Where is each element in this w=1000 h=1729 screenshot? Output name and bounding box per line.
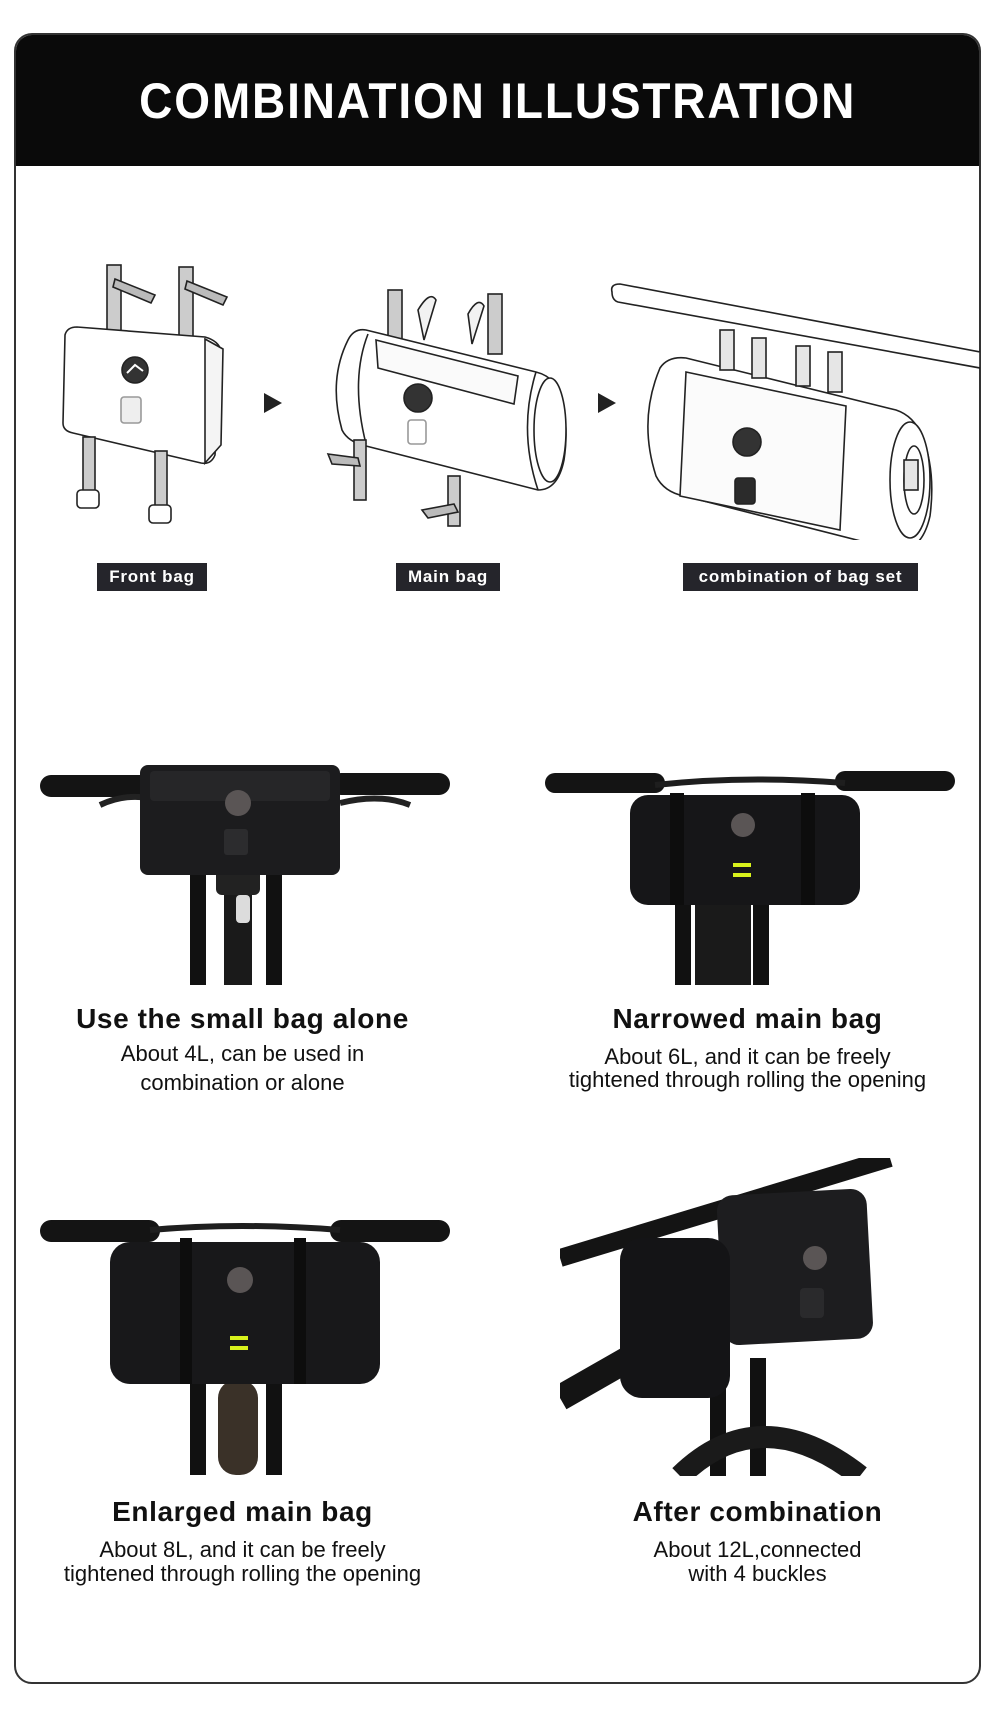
section-line: with 4 buckles (688, 1561, 827, 1586)
section-line: tightened through rolling the opening (568, 1067, 927, 1092)
section-title: After combination (632, 1496, 883, 1527)
photo-after-combination (560, 1158, 905, 1476)
section-title: Enlarged main bag (112, 1496, 373, 1527)
label-combination: combination of bag set (683, 563, 918, 591)
page-title: COMBINATION ILLUSTRATION (138, 72, 857, 129)
section-line: combination or alone (140, 1070, 345, 1095)
header-banner: COMBINATION ILLUSTRATION (16, 35, 979, 166)
photo-narrowed-main-bag (545, 745, 955, 985)
label-main-bag: Main bag (396, 563, 500, 591)
section-line: About 4L, can be used in (120, 1041, 365, 1066)
main-bag-illustration (318, 280, 578, 540)
photo-small-bag-alone (40, 745, 450, 985)
right-arrow-icon (264, 393, 282, 413)
section-line: About 12L,connected (653, 1537, 862, 1562)
label-front-bag: Front bag (97, 563, 207, 591)
section-line: About 8L, and it can be freely (99, 1537, 386, 1562)
section-line: About 6L, and it can be freely (604, 1044, 891, 1069)
front-bag-illustration (55, 255, 255, 535)
combination-illustration (610, 280, 980, 540)
section-title: Narrowed main bag (612, 1003, 883, 1034)
photo-enlarged-main-bag (40, 1180, 450, 1475)
section-line: tightened through rolling the opening (63, 1561, 422, 1586)
section-title: Use the small bag alone (76, 1003, 409, 1034)
right-arrow-icon (598, 393, 616, 413)
